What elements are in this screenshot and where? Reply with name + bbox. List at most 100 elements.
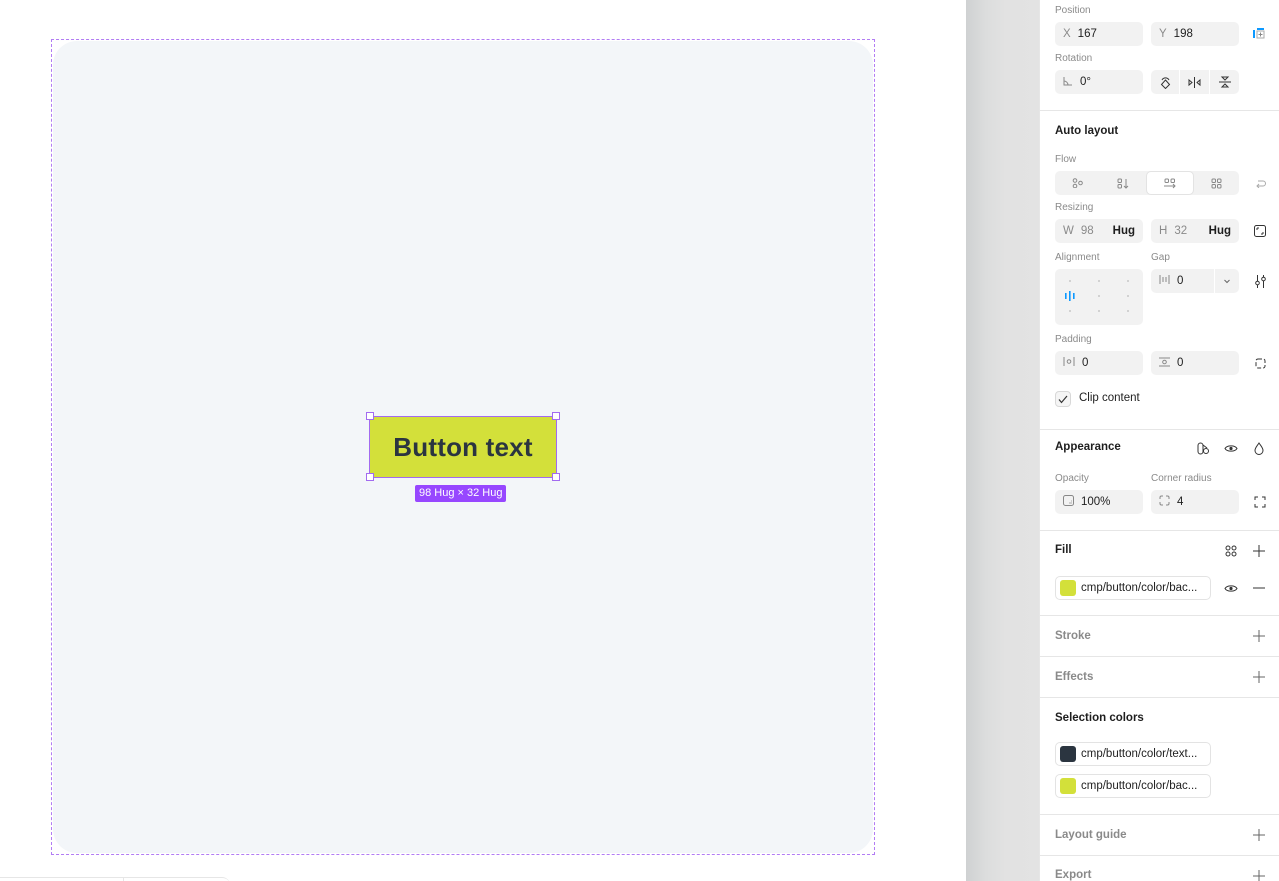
button-label: Button text (393, 431, 533, 462)
individual-padding-icon[interactable] (1252, 355, 1268, 371)
resize-handle-bottom-left[interactable] (366, 473, 374, 481)
rotation-input[interactable]: 0° (1055, 70, 1143, 94)
opacity-icon (1063, 495, 1074, 509)
constraints-icon[interactable] (1251, 26, 1267, 42)
gap-icon (1159, 275, 1170, 287)
corner-radius-value: 4 (1177, 496, 1184, 508)
effects-section: Effects (1040, 657, 1279, 698)
flow-horizontal-icon[interactable] (1146, 171, 1194, 195)
stroke-section: Stroke (1040, 616, 1279, 657)
flow-segmented-control (1055, 171, 1239, 195)
add-effect-plus-icon[interactable] (1251, 669, 1267, 685)
angle-icon (1063, 76, 1073, 89)
resizing-label: Resizing (1055, 202, 1094, 213)
independent-corners-icon[interactable] (1252, 494, 1268, 510)
canvas[interactable]: Button text 98 Hug × 32 Hug (0, 0, 966, 881)
resize-handle-top-right[interactable] (552, 412, 560, 420)
x-label: X (1063, 28, 1071, 40)
blend-mode-drop-icon[interactable] (1251, 440, 1267, 456)
add-stroke-plus-icon[interactable] (1251, 628, 1267, 644)
w-label: W (1063, 225, 1074, 237)
gap-value: 0 (1177, 275, 1184, 287)
width-input[interactable]: W 98 Hug (1055, 219, 1143, 243)
selection-color-swatch[interactable] (1060, 746, 1076, 762)
fill-swatch[interactable] (1060, 580, 1076, 596)
flow-free-icon[interactable] (1055, 171, 1101, 195)
fill-section: Fill cmp/button/color/bac... (1040, 531, 1279, 616)
opacity-input[interactable]: 100% (1055, 490, 1143, 514)
opacity-label: Opacity (1055, 473, 1089, 484)
height-input[interactable]: H 32 Hug (1151, 219, 1239, 243)
clip-content-label: Clip content (1079, 392, 1140, 404)
fill-title: Fill (1055, 544, 1072, 556)
corner-radius-input[interactable]: 4 (1151, 490, 1239, 514)
appearance-title: Appearance (1055, 441, 1121, 453)
position-label: Position (1055, 5, 1091, 16)
gap-input[interactable]: 0 (1151, 269, 1239, 293)
selection-color-item[interactable]: cmp/button/color/bac... (1055, 774, 1211, 798)
variable-mode-icon[interactable] (1195, 440, 1211, 456)
transform-buttons (1151, 70, 1239, 94)
flow-label: Flow (1055, 154, 1077, 165)
y-position-input[interactable]: Y 198 (1151, 22, 1239, 46)
w-value: 98 (1080, 225, 1094, 237)
gap-label: Gap (1151, 252, 1170, 263)
auto-layout-title: Auto layout (1055, 125, 1119, 137)
w-mode-dropdown[interactable]: Hug (1112, 225, 1135, 237)
export-section: Export (1040, 856, 1279, 881)
properties-panel: Position X 167 Y 198 Rotation 0° (1039, 0, 1279, 881)
size-badge: 98 Hug × 32 Hug (415, 485, 507, 502)
rotation-label: Rotation (1055, 53, 1093, 64)
resize-options-icon[interactable] (1252, 223, 1268, 239)
rotation-value: 0° (1080, 76, 1091, 88)
selection-color-swatch[interactable] (1060, 778, 1076, 794)
selection-box (369, 416, 557, 478)
wrap-icon[interactable] (1252, 175, 1268, 191)
stroke-title: Stroke (1055, 630, 1091, 642)
visibility-eye-icon[interactable] (1223, 440, 1239, 456)
layout-guide-section: Layout guide (1040, 815, 1279, 856)
flip-horizontal-icon[interactable] (1180, 70, 1210, 94)
add-export-plus-icon[interactable] (1251, 868, 1267, 881)
vertical-padding-input[interactable]: 0 (1151, 351, 1239, 375)
h-label: H (1159, 225, 1168, 237)
layout-guide-title: Layout guide (1055, 829, 1127, 841)
flow-vertical-icon[interactable] (1101, 171, 1147, 195)
alignment-label: Alignment (1055, 252, 1100, 263)
resize-handle-bottom-right[interactable] (552, 473, 560, 481)
appearance-section: Appearance Opacity 100% Corner radius 4 (1040, 430, 1279, 531)
x-position-input[interactable]: X 167 (1055, 22, 1143, 46)
rotate-90-icon[interactable] (1151, 70, 1180, 94)
bottom-toolbar (0, 877, 230, 881)
fill-item[interactable]: cmp/button/color/bac... (1055, 576, 1211, 600)
h-value: 32 (1174, 225, 1188, 237)
flow-grid-icon[interactable] (1194, 171, 1240, 195)
resize-handle-top-left[interactable] (366, 412, 374, 420)
add-layout-guide-plus-icon[interactable] (1251, 827, 1267, 843)
vertical-padding-value: 0 (1177, 357, 1184, 369)
horizontal-padding-icon (1063, 357, 1075, 369)
style-library-icon[interactable] (1223, 543, 1239, 559)
add-fill-plus-icon[interactable] (1251, 543, 1267, 559)
frame-selection-outline (51, 39, 875, 855)
selection-color-name: cmp/button/color/text... (1081, 748, 1198, 760)
panel-shadow-strip (966, 0, 1039, 881)
padding-label: Padding (1055, 334, 1092, 345)
gap-dropdown-chevron-icon[interactable] (1214, 269, 1239, 293)
remove-fill-minus-icon[interactable] (1251, 580, 1267, 596)
alignment-grid[interactable] (1055, 269, 1143, 325)
auto-layout-section: Auto layout Flow Resizing W 98 Hug H 32 … (1040, 111, 1279, 430)
corner-radius-icon (1159, 495, 1170, 509)
selection-color-item[interactable]: cmp/button/color/text... (1055, 742, 1211, 766)
corner-radius-label: Corner radius (1151, 473, 1212, 484)
flip-vertical-icon[interactable] (1210, 70, 1239, 94)
fill-visibility-eye-icon[interactable] (1223, 580, 1239, 596)
layout-settings-icon[interactable] (1252, 273, 1268, 289)
horizontal-padding-input[interactable]: 0 (1055, 351, 1143, 375)
y-value: 198 (1173, 28, 1193, 40)
selection-colors-section: Selection colors cmp/button/color/text..… (1040, 698, 1279, 815)
h-mode-dropdown[interactable]: Hug (1208, 225, 1231, 237)
clip-content-checkbox[interactable] (1055, 391, 1071, 407)
position-section: Position X 167 Y 198 Rotation 0° (1040, 0, 1279, 111)
button-component[interactable]: Button text (370, 417, 556, 477)
